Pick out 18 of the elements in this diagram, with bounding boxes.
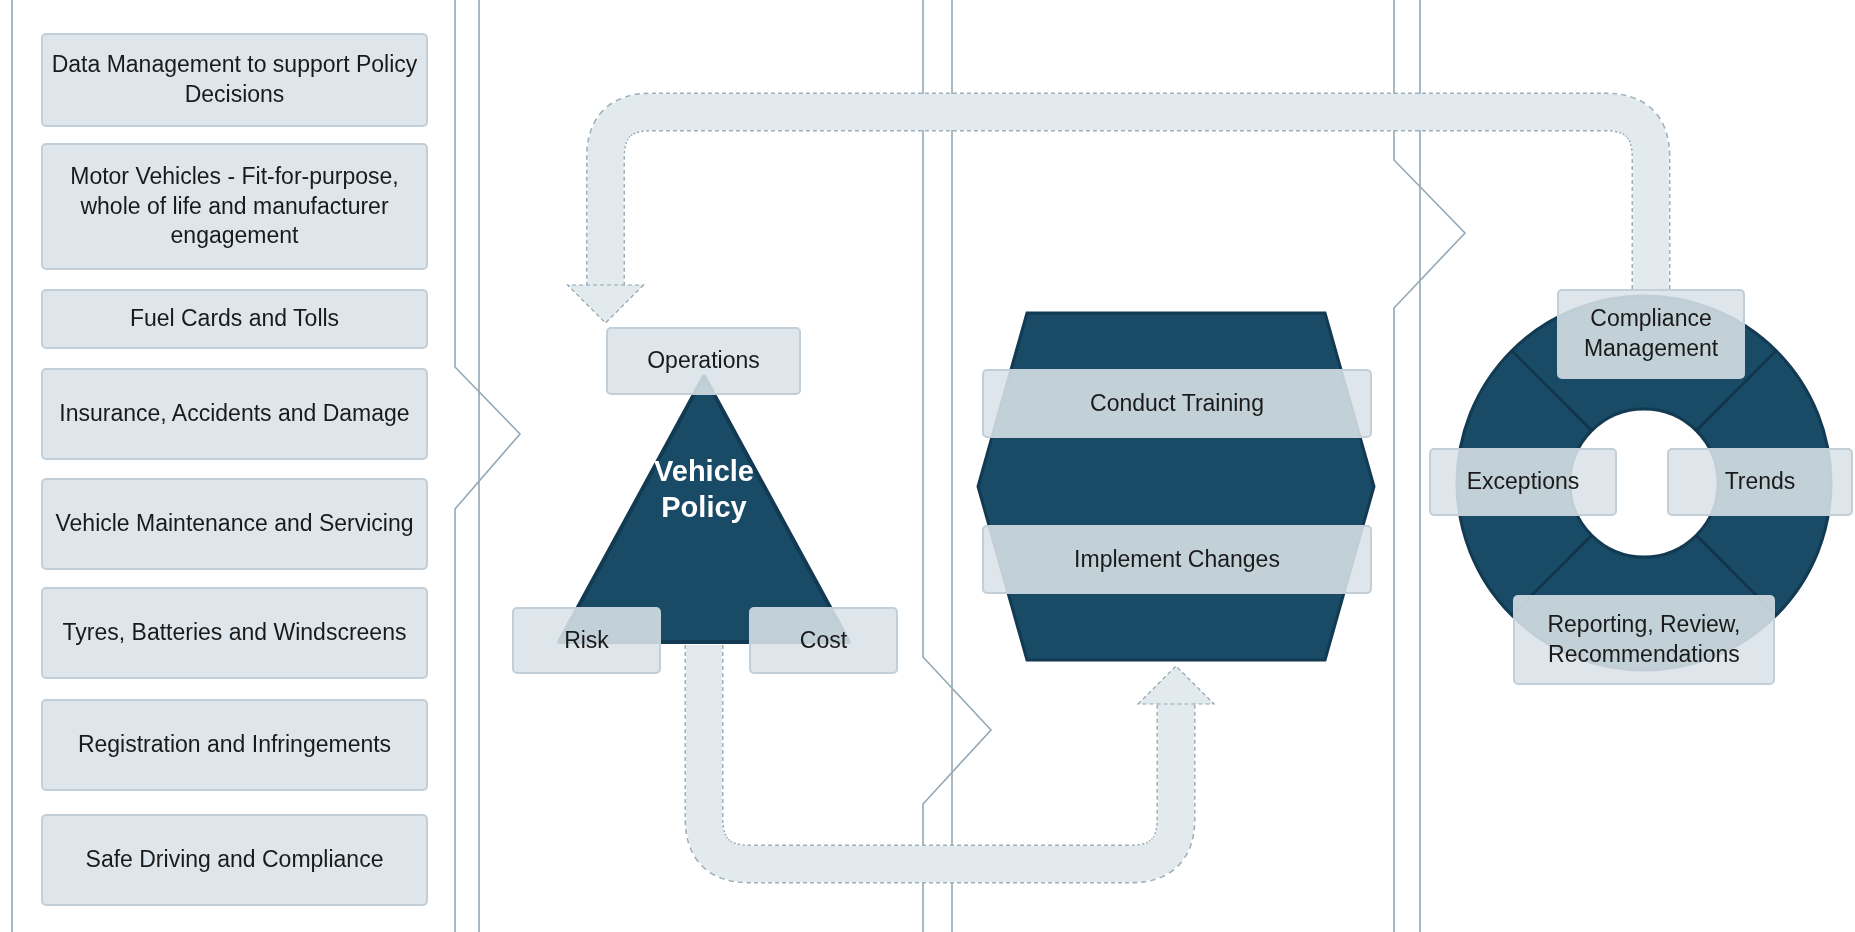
text-box: Trends: [1667, 448, 1853, 516]
text-box: Operations: [606, 327, 801, 395]
text-box: Compliance Management: [1557, 289, 1745, 379]
text-box: Safe Driving and Compliance: [41, 814, 428, 906]
text-box: Tyres, Batteries and Windscreens: [41, 587, 428, 679]
text-box: Risk: [512, 607, 661, 674]
text-box: Exceptions: [1429, 448, 1617, 516]
text-box: Registration and Infringements: [41, 699, 428, 791]
text-box: Motor Vehicles - Fit-for-purpose, whole of life and manufacturer engagement: [41, 143, 428, 270]
text-box: Vehicle Maintenance and Servicing: [41, 478, 428, 570]
text-box: Data Management to support Policy Decisions: [41, 33, 428, 127]
text-box: Insurance, Accidents and Damage: [41, 368, 428, 460]
text-box: Conduct Training: [982, 369, 1372, 438]
text-box: Reporting, Review, Recommendations: [1513, 595, 1775, 685]
text-box: Fuel Cards and Tolls: [41, 289, 428, 349]
text-box: Implement Changes: [982, 525, 1372, 594]
text-box: Cost: [749, 607, 898, 674]
node-label: Vehicle Policy: [653, 453, 755, 525]
